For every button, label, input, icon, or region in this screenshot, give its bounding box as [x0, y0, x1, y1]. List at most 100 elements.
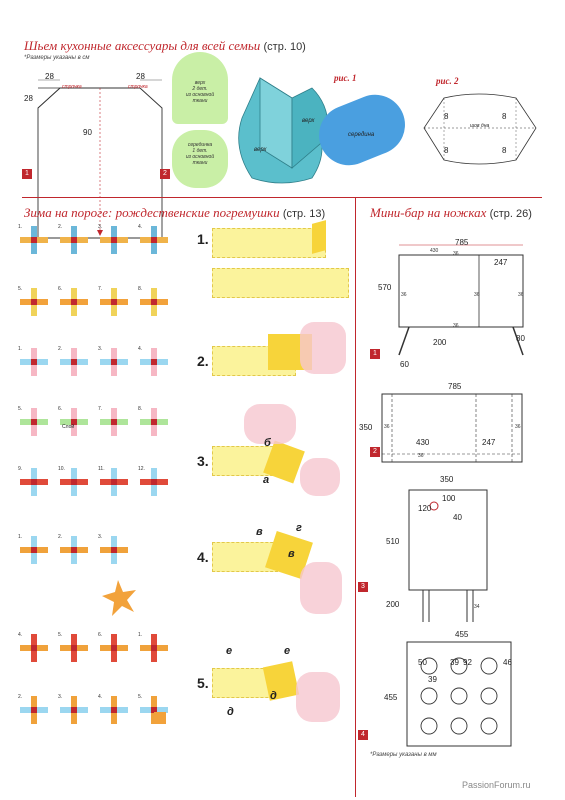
step-1: 1.	[197, 231, 209, 247]
weave-cross: 5.	[18, 406, 48, 436]
weave-step-num: 10.	[58, 466, 65, 472]
pattern-bottom-label: серединка 1 дет. из основной ткани	[185, 142, 215, 166]
bar-side-diagram	[408, 489, 488, 622]
weave-center	[111, 419, 117, 425]
hexagon-diagram	[423, 93, 537, 165]
weave-step-num: 2.	[18, 694, 22, 700]
weave-center	[71, 547, 77, 553]
d2-b: 247	[482, 438, 496, 447]
weave-step-num: 3.	[58, 694, 62, 700]
sloi-label: Слой	[62, 424, 75, 430]
weave-step-num: 7.	[98, 286, 102, 292]
d2-c: 36	[418, 453, 424, 459]
ris2-label: рис. 2	[436, 76, 459, 86]
pattern-top-label: верх 2 дет. из основной ткани	[185, 80, 215, 104]
strip-5-fold	[262, 661, 300, 701]
bar-top-diagram	[381, 393, 523, 463]
letter-e2: е	[284, 645, 291, 657]
stroch-label-1: строчка	[62, 84, 82, 90]
weave-step-num: 11.	[98, 466, 105, 472]
letter-b: б	[264, 437, 271, 449]
weave-center	[71, 237, 77, 243]
d2-w: 785	[448, 382, 462, 391]
d4-e: 39	[428, 675, 437, 684]
weave-step-num: 5.	[138, 694, 142, 700]
verh-label-1: верх	[254, 147, 267, 153]
weave-step-num: 5.	[18, 286, 22, 292]
weave-cross: 1.	[18, 224, 48, 254]
badge-2: 2	[160, 169, 170, 179]
section2-title: Зима на пороге: рождественские погремушк…	[24, 205, 326, 220]
section1-note: *Размеры указаны в см	[24, 55, 90, 61]
d-badge-1: 1	[370, 349, 380, 359]
bag-diagram	[37, 79, 163, 239]
d1-foot: 60	[400, 360, 409, 369]
weave-step-num: 9.	[18, 466, 22, 472]
letter-v: в	[256, 526, 263, 538]
weave-cross: 9.	[18, 466, 48, 496]
bar-front-diagram	[398, 244, 524, 356]
d3-legw: 34	[474, 604, 480, 610]
d4-a: 50	[418, 658, 427, 667]
hand-2	[244, 404, 296, 444]
dim-b: 28	[136, 72, 145, 81]
weave-cross: 8.	[138, 286, 168, 316]
d3-leg: 200	[386, 600, 400, 609]
weave-step-num: 1.	[138, 632, 142, 638]
weave-step-num: 2.	[58, 224, 62, 230]
weave-center	[31, 645, 37, 651]
weave-cross: 3.	[58, 694, 88, 724]
weave-center	[71, 299, 77, 305]
weave-center	[71, 645, 77, 651]
weave-center	[31, 299, 37, 305]
d-badge-2: 2	[370, 447, 380, 457]
weave-cross: 2.	[18, 694, 48, 724]
d3-h: 510	[386, 537, 400, 546]
weave-cross: 10.	[58, 466, 88, 496]
weave-center	[31, 707, 37, 713]
weave-cross: 7.	[98, 286, 128, 316]
weave-cross: 5.	[138, 694, 168, 724]
d1-s2: 36	[474, 292, 480, 298]
weave-step-num: 1.	[18, 346, 22, 352]
d1-h: 570	[378, 283, 392, 292]
weave-step-num: 6.	[58, 406, 62, 412]
weave-center	[71, 479, 77, 485]
weave-center	[71, 707, 77, 713]
weave-center	[151, 237, 157, 243]
weave-center	[71, 359, 77, 365]
weave-center	[111, 359, 117, 365]
strip-1-fold	[312, 220, 326, 254]
letter-a: а	[263, 474, 270, 486]
weave-cross: 5.	[58, 632, 88, 662]
hand-1	[300, 322, 346, 374]
hex-8-4: 8	[502, 146, 507, 155]
weave-step-num: 2.	[58, 346, 62, 352]
d3-b: 120	[418, 504, 432, 513]
letter-d1: д	[227, 706, 234, 718]
verh-label-2: верх	[302, 118, 315, 124]
letter-g: г	[296, 522, 302, 534]
d3-w: 350	[440, 475, 454, 484]
hex-8-3: 8	[444, 146, 449, 155]
weave-center	[111, 645, 117, 651]
weave-cross: 4.	[138, 346, 168, 376]
weave-center	[111, 547, 117, 553]
weave-step-num: 8.	[138, 406, 142, 412]
weaving-steps: 1.2.3.4.5.6.7.8.1.2.3.4.5.6.7.8.9.10.11.…	[18, 224, 168, 724]
d4-c: 92	[463, 658, 472, 667]
weave-center	[151, 479, 157, 485]
weave-center	[31, 359, 37, 365]
d1-mid: 36	[453, 251, 459, 257]
bar-shelf-diagram	[406, 641, 512, 747]
weave-step-num: 8.	[138, 286, 142, 292]
hex-8-2: 8	[502, 112, 507, 121]
hex-8-1: 8	[444, 112, 449, 121]
section3-note: *Размеры указаны в мм	[370, 752, 437, 758]
weave-step-num: 6.	[98, 632, 102, 638]
ris1-label: рис. 1	[334, 73, 357, 83]
divider-h	[22, 197, 542, 198]
hand-4	[300, 562, 342, 614]
section3-title: Мини-бар на ножках (стр. 26)	[370, 205, 532, 220]
d4-w: 455	[455, 630, 469, 639]
